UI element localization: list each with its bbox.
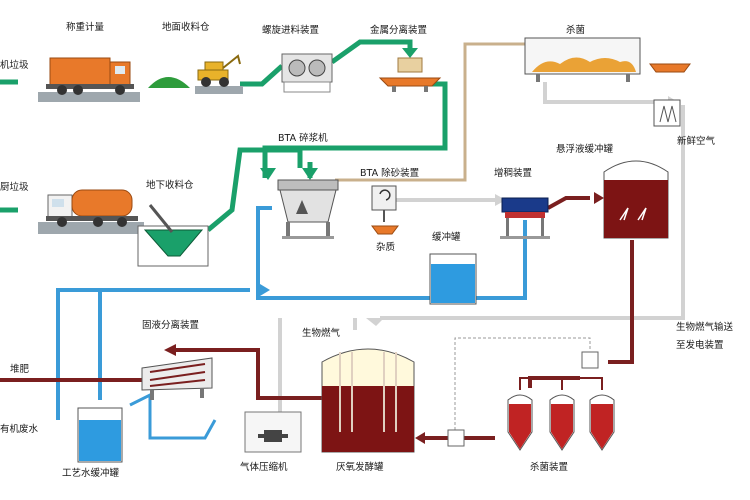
label-crush-feed: 螺旋进料装置 <box>262 24 319 36</box>
buffer-tank-icon <box>429 253 477 305</box>
sludge-pipe-to-sterilizers <box>528 376 580 388</box>
sterilizer-vessel <box>507 394 533 451</box>
air-filter-icon <box>653 99 681 127</box>
pulper-icon <box>277 179 339 239</box>
sterilizer-vessel <box>549 394 575 451</box>
label-gas-compressor: 气体压缩机 <box>240 461 288 473</box>
hopper-icon <box>137 204 209 267</box>
label-sterilizer: 杀菌装置 <box>530 461 568 473</box>
compressor-icon <box>244 411 302 453</box>
sterilizer-vessel <box>589 394 615 451</box>
label-thickening: 增稠装置 <box>494 167 532 179</box>
feed-pipe-metal-to-pulper <box>262 81 448 178</box>
label-garbage-top: 机垃圾 <box>0 59 29 71</box>
feed-pipe-hopper-to-pulper <box>206 147 303 232</box>
label-underground-bin: 地下收料仓 <box>146 179 194 191</box>
sludge-arrow-tank <box>594 192 604 204</box>
water-pipe-buffer-to-pulper <box>256 206 430 300</box>
magnet-icon <box>378 57 442 92</box>
separator-icon <box>141 357 213 400</box>
label-kitchen-garbage: 厨垃圾 <box>0 181 29 193</box>
sludge-pipe-to-separator <box>172 348 322 400</box>
gray-arrow-biogas <box>366 318 384 326</box>
label-metal-sep: 金属分离装置 <box>370 24 427 36</box>
gray-pipe-air <box>543 82 668 104</box>
digester-icon <box>321 348 415 453</box>
label-fresh-air: 新鲜空气 <box>677 135 716 147</box>
dashed-control-line <box>454 337 591 430</box>
label-solid-liquid: 固液分离装置 <box>142 319 199 331</box>
label-manure: 堆肥 <box>10 364 30 375</box>
waste-pile <box>148 77 190 88</box>
label-impurity: 杂质 <box>376 241 396 253</box>
water-pipe-process-loop <box>56 288 250 420</box>
water-pipe-separator-out <box>129 392 217 440</box>
tanker-truck-icon <box>38 189 144 234</box>
label-ground-bin: 地面收料仓 <box>162 21 210 33</box>
sludge-pipe-thicken-to-tank <box>547 196 590 210</box>
feed-pipe-screw-to-metal <box>330 39 413 65</box>
gray-arrow-thicken <box>495 194 506 206</box>
gray-pipe-biogas <box>380 105 685 320</box>
label-suspension-tank: 悬浮液缓冲罐 <box>556 143 614 155</box>
grit-separator-icon <box>371 185 399 235</box>
sludge-arrow-separator <box>164 344 176 356</box>
sludge-arrow-anaerobic <box>415 432 425 444</box>
valve-box <box>447 429 465 447</box>
tan-pipe-to-sterilize <box>335 42 525 182</box>
truck-icon <box>38 57 140 102</box>
label-biogas: 生物燃气 <box>302 327 341 339</box>
tank-icon <box>603 160 669 239</box>
conveyor-icon <box>500 197 550 239</box>
gray-pipes <box>278 82 685 420</box>
label-bta-pulper: BTA 碎浆机 <box>278 132 328 144</box>
label-bta-grit: BTA 除砂装置 <box>360 167 419 179</box>
water-pipes <box>56 206 527 420</box>
loader-icon <box>195 54 243 94</box>
label-buffer-tank: 缓冲罐 <box>432 231 461 243</box>
label-organic-water: 有机废水 <box>0 423 39 435</box>
water-arrow <box>260 284 270 296</box>
sludge-pipe-tank-down <box>608 240 634 364</box>
label-biogas-out: 生物燃气输送 <box>676 321 734 333</box>
process-water-tank-icon <box>77 407 123 463</box>
feed-arrows <box>260 48 418 180</box>
label-to-power: 至发电装置 <box>676 339 724 351</box>
label-anaerobic: 厌氧发酵罐 <box>336 461 384 473</box>
label-weighing: 称重计量 <box>66 21 105 33</box>
feed-pipe-bin-to-screw <box>240 64 284 87</box>
label-process-tank: 工艺水缓冲罐 <box>62 467 120 479</box>
sterilizer-icons <box>507 377 615 451</box>
valve-box-upper <box>581 351 599 369</box>
crusher-icon <box>281 53 333 93</box>
label-sterilize-top: 杀菌 <box>566 24 585 36</box>
sterilize-bin <box>524 37 691 82</box>
water-pipe-thicken-to-buffer <box>475 220 527 300</box>
